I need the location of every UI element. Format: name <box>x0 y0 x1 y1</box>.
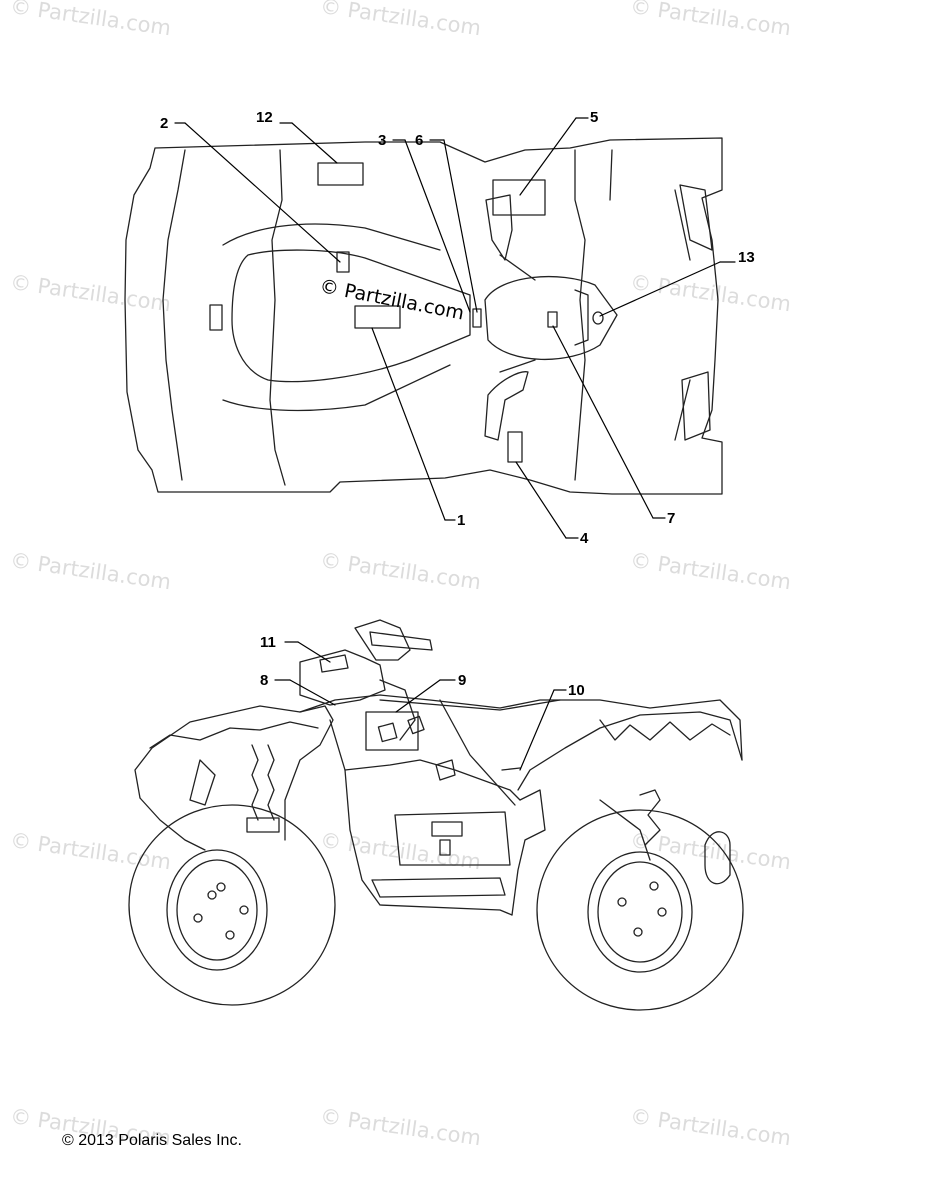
callout-1: 1 <box>457 512 465 529</box>
atv-top-view <box>124 137 723 495</box>
callout-labels: 1 2 3 4 5 6 7 8 9 10 11 12 13 <box>160 109 755 699</box>
callout-4: 4 <box>580 530 589 547</box>
callout-6: 6 <box>415 132 423 149</box>
callout-5: 5 <box>590 109 598 126</box>
copyright-notice: © 2013 Polaris Sales Inc. <box>62 1132 242 1149</box>
callout-leaders-top <box>174 117 736 539</box>
callout-10: 10 <box>568 682 585 699</box>
callout-13: 13 <box>738 249 755 266</box>
callout-3: 3 <box>378 132 386 149</box>
callout-9: 9 <box>458 672 466 689</box>
callout-8: 8 <box>260 672 268 689</box>
callout-7: 7 <box>667 510 675 527</box>
callout-2: 2 <box>160 115 168 132</box>
callout-12: 12 <box>256 109 273 126</box>
atv-side-view <box>128 619 744 1011</box>
callout-leaders-side <box>274 641 567 771</box>
callout-11: 11 <box>260 634 276 651</box>
